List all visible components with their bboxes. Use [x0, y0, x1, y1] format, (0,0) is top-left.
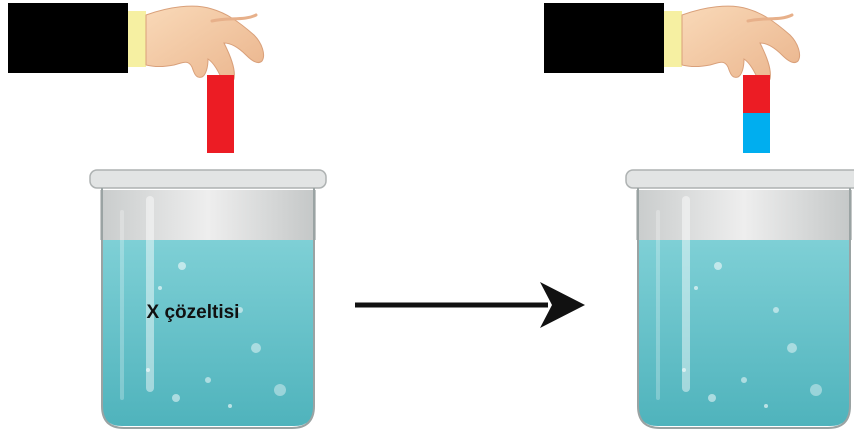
reaction-arrow — [355, 282, 585, 328]
left-hand — [6, 1, 266, 85]
right-beaker — [625, 169, 854, 429]
right-hand — [542, 1, 802, 85]
right-litmus-paper — [743, 75, 770, 153]
right-litmus-paper-red-part — [743, 75, 770, 113]
left-beaker-label: X çözeltisi — [146, 302, 240, 323]
right-litmus-paper-blue-part — [743, 113, 770, 153]
left-litmus-paper-red — [207, 75, 234, 153]
left-beaker — [89, 169, 327, 429]
